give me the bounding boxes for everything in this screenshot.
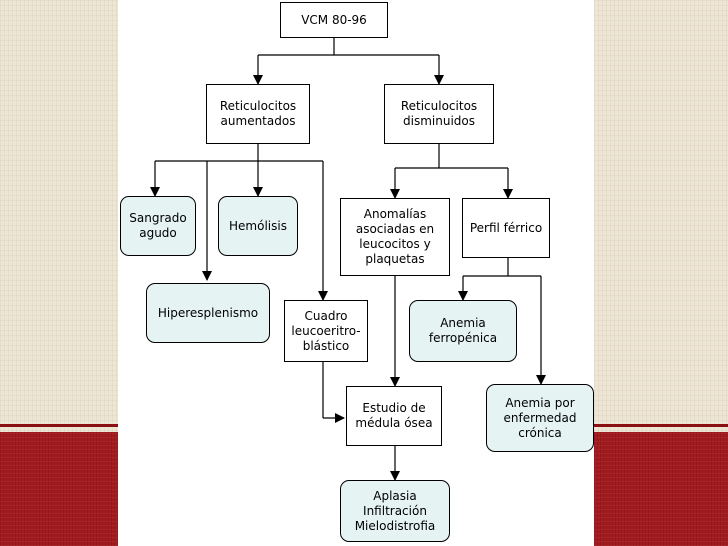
node-hiperesplenismo-label: Hiperesplenismo (157, 305, 259, 320)
node-anomalias: Anomalías asociadas en leucocitos y plaq… (340, 198, 450, 276)
node-vcm: VCM 80-96 (280, 2, 388, 38)
node-aplasia: Aplasia Infiltración Mielodistrofia (340, 480, 450, 542)
node-anemia-cronica-label: Anemia por enfermedad crónica (503, 395, 577, 440)
node-hemolisis: Hemólisis (218, 196, 298, 256)
node-vcm-label: VCM 80-96 (301, 12, 367, 27)
node-reticulocitos-aumentados-label: Reticulocitos aumentados (219, 99, 297, 128)
node-cuadro-leucoeritroblastico: Cuadro leucoeritro- blástico (284, 300, 368, 362)
node-anemia-cronica: Anemia por enfermedad crónica (486, 384, 594, 452)
node-hiperesplenismo: Hiperesplenismo (146, 283, 270, 343)
node-cuadro-label: Cuadro leucoeritro- blástico (291, 308, 361, 353)
node-hemolisis-label: Hemólisis (229, 218, 287, 233)
node-reticulocitos-aumentados: Reticulocitos aumentados (206, 84, 310, 144)
right-red-line (594, 424, 728, 427)
node-estudio-medula: Estudio de médula ósea (346, 386, 442, 446)
node-perfil-ferrico-label: Perfil férrico (469, 220, 543, 235)
node-anemia-ferropenica: Anemia ferropénica (409, 300, 517, 362)
node-aplasia-label: Aplasia Infiltración Mielodistrofia (354, 488, 436, 533)
right-red-band (594, 432, 728, 546)
node-perfil-ferrico: Perfil férrico (462, 198, 550, 258)
node-anomalias-label: Anomalías asociadas en leucocitos y plaq… (355, 207, 435, 266)
node-reticulocitos-disminuidos: Reticulocitos disminuidos (384, 84, 494, 144)
node-estudio-medula-label: Estudio de médula ósea (355, 401, 433, 430)
node-sangrado-agudo-label: Sangrado agudo (129, 211, 187, 240)
node-reticulocitos-disminuidos-label: Reticulocitos disminuidos (400, 99, 478, 128)
left-red-line (0, 424, 118, 427)
node-sangrado-agudo: Sangrado agudo (120, 196, 196, 256)
node-anemia-ferropenica-label: Anemia ferropénica (428, 316, 498, 345)
left-red-band (0, 432, 118, 546)
